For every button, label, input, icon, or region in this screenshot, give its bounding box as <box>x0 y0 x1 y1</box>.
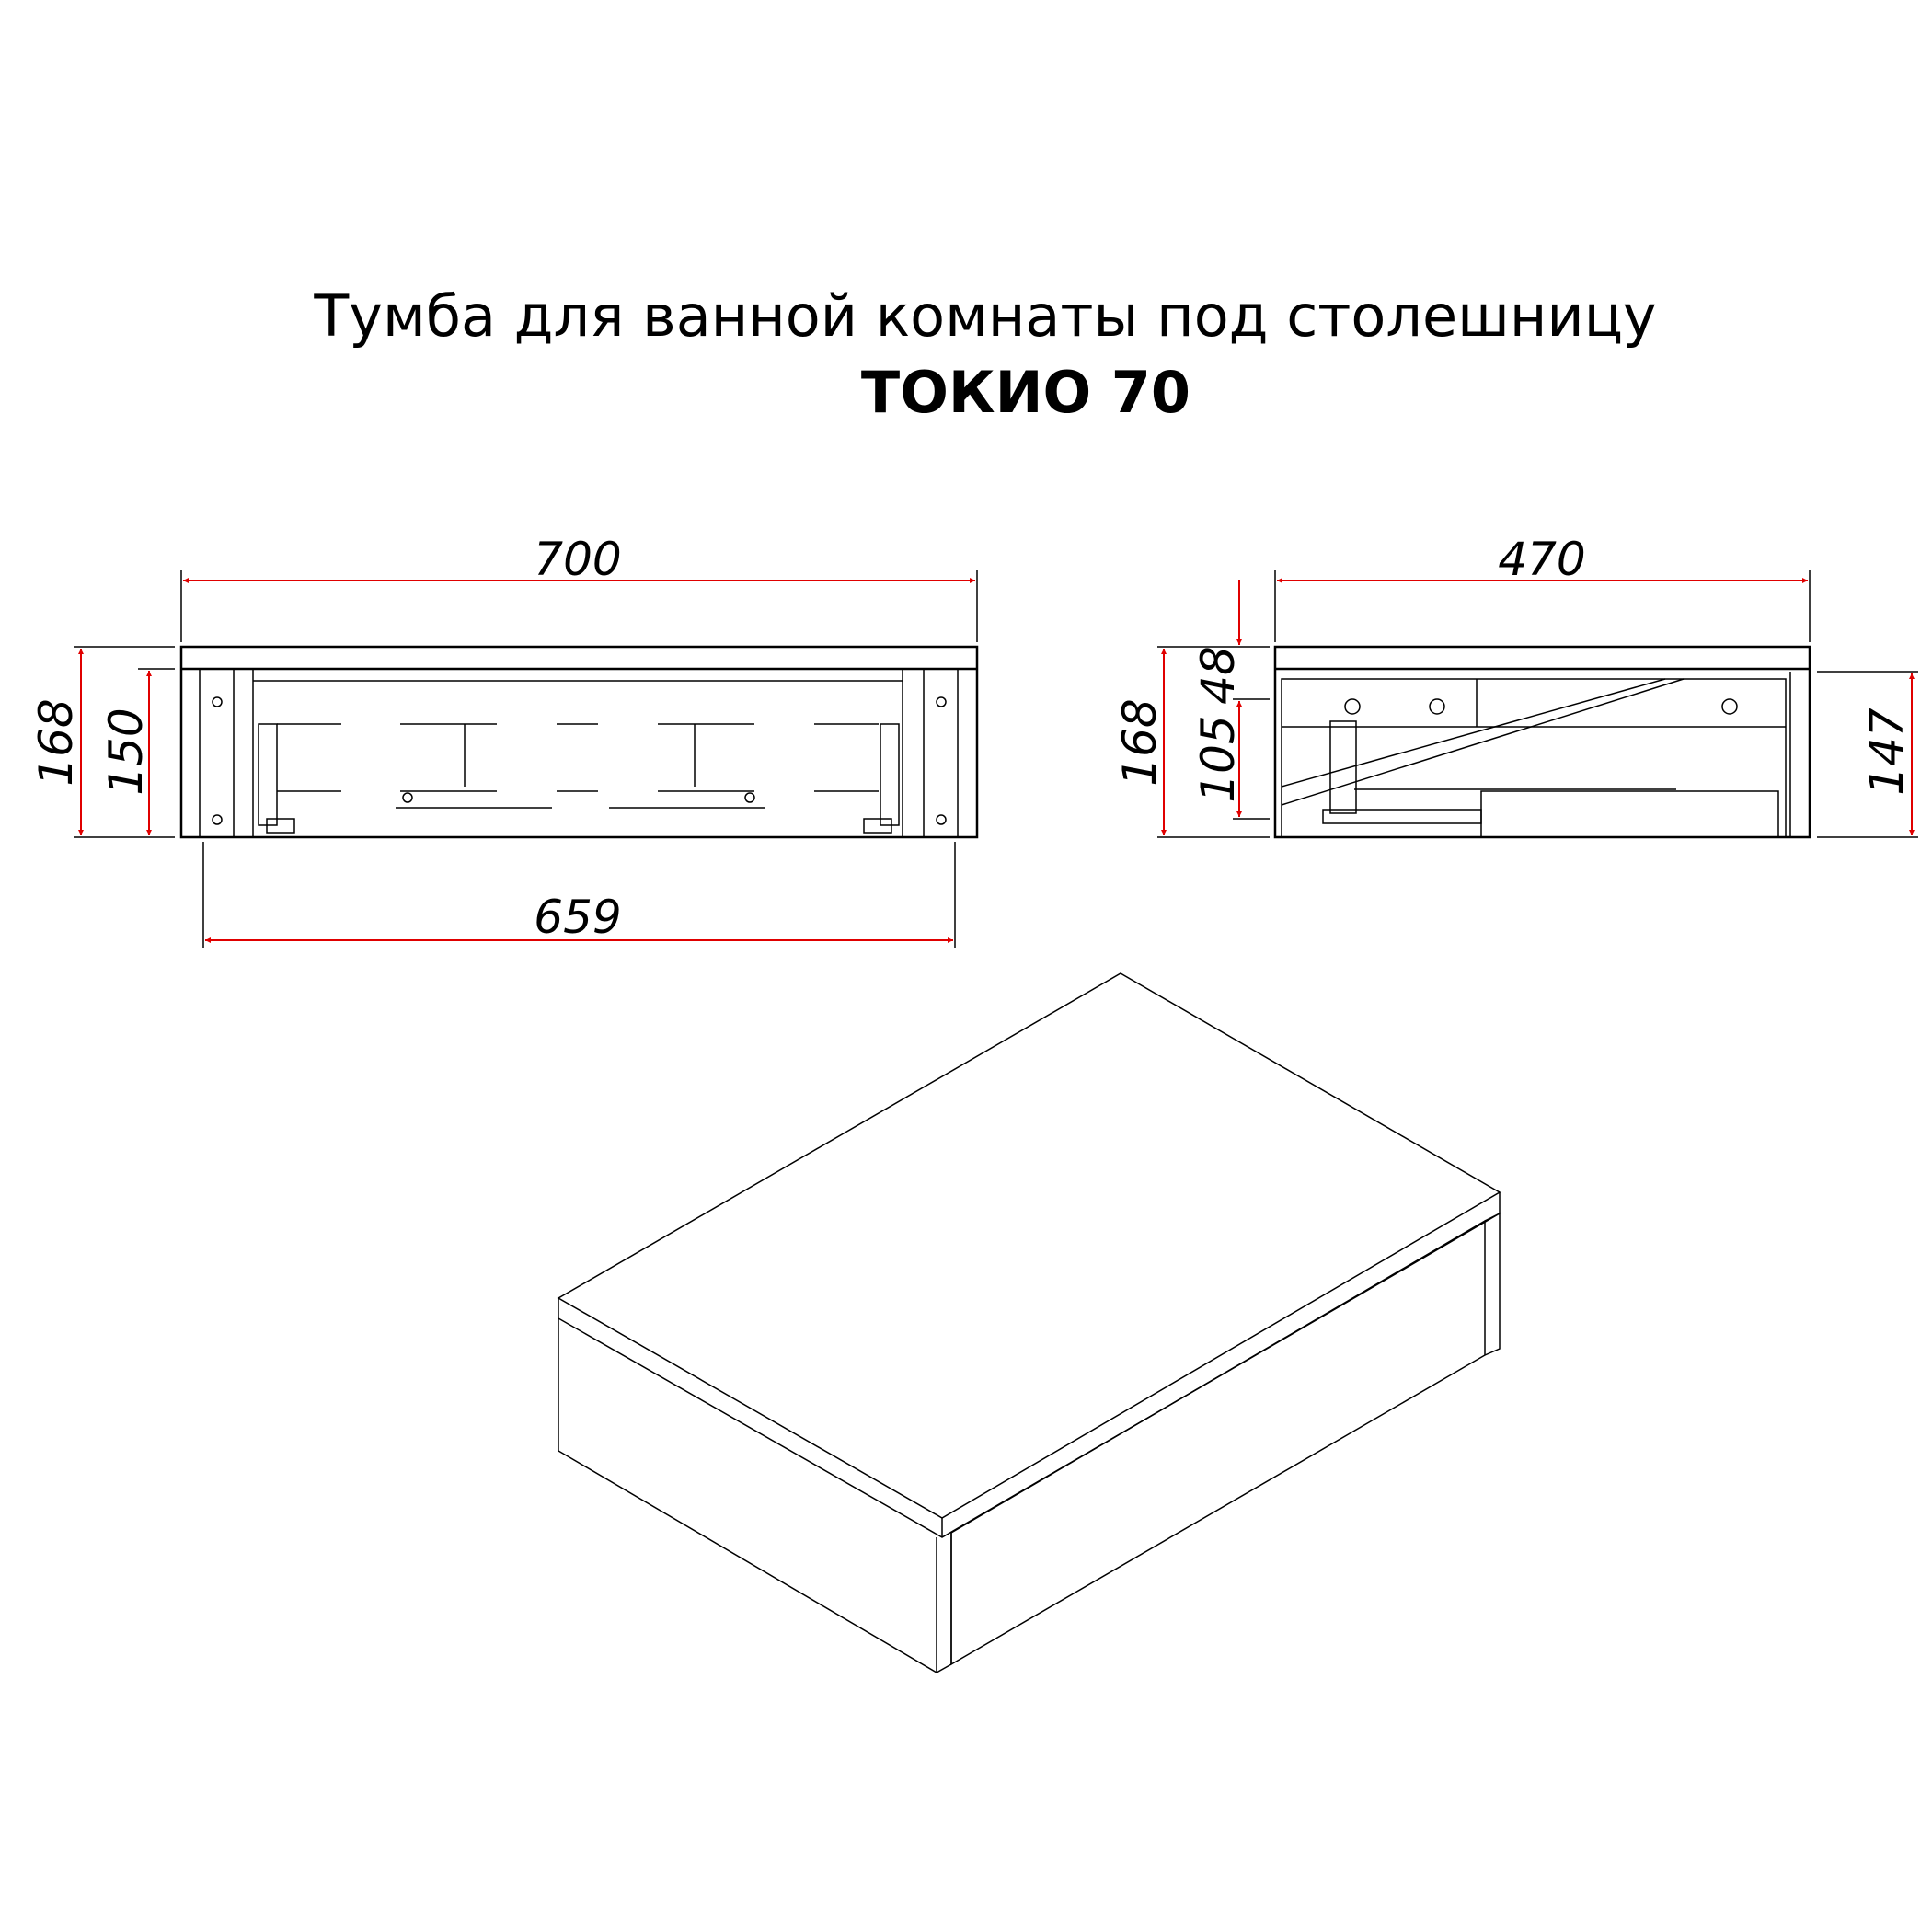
isometric-view <box>557 972 1501 1673</box>
drawing-title: Тумба для ванной комнаты под столешницу <box>313 282 1656 350</box>
side-dimensions: 470 168 48 105 147 <box>1113 533 1918 838</box>
front-dimensions: 700 659 168 150 <box>29 533 978 948</box>
dim-depth-470: 470 <box>1498 533 1585 586</box>
model-name: ТОКИО 70 <box>861 359 1190 426</box>
dim-height-105: 105 <box>1191 715 1245 802</box>
dim-height-168: 168 <box>29 698 83 786</box>
dim-height-168-side: 168 <box>1113 698 1167 786</box>
dim-width-659: 659 <box>534 891 621 944</box>
dim-width-700: 700 <box>534 533 621 586</box>
side-view <box>1273 645 1811 839</box>
dim-height-147: 147 <box>1860 707 1914 796</box>
dim-height-48: 48 <box>1191 646 1245 705</box>
dim-height-150: 150 <box>99 707 153 795</box>
front-view <box>179 645 979 839</box>
